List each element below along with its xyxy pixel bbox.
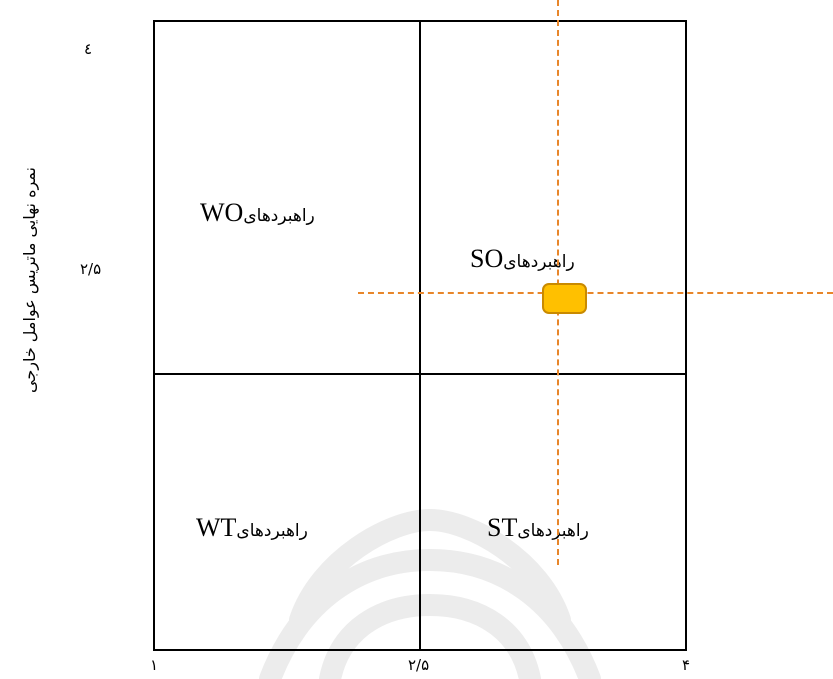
quadrant-wt-label: WT راهبردهای <box>196 513 308 543</box>
quadrant-so-word: راهبردهای <box>503 252 575 272</box>
y-tick-top: ٤ <box>84 40 93 58</box>
matrix-horizontal-divider <box>153 373 687 375</box>
quadrant-st-label: ST راهبردهای <box>487 513 589 543</box>
quadrant-wo-word: راهبردهای <box>243 206 315 226</box>
x-tick-right: ۴ <box>682 656 691 674</box>
y-tick-mid: ۲/۵ <box>80 260 102 278</box>
quadrant-wo-code: WO <box>200 198 244 227</box>
quadrant-wt-code: WT <box>196 513 237 542</box>
position-dashed-horizontal <box>358 292 833 294</box>
position-dashed-vertical <box>557 0 559 565</box>
quadrant-so-code: SO <box>470 244 504 273</box>
quadrant-so-label: SO راهبردهای <box>470 244 575 274</box>
x-tick-mid: ۲/۵ <box>408 656 430 674</box>
position-marker <box>542 283 587 314</box>
x-tick-left: ۱ <box>150 656 159 674</box>
quadrant-wt-word: راهبردهای <box>236 521 308 541</box>
quadrant-wo-label: WO راهبردهای <box>200 198 315 228</box>
quadrant-st-code: ST <box>487 513 518 542</box>
matrix-vertical-divider <box>419 20 421 651</box>
y-axis-label: نمره نهایی ماتریس عوامل خارجی <box>20 167 39 393</box>
quadrant-st-word: راهبردهای <box>517 521 589 541</box>
